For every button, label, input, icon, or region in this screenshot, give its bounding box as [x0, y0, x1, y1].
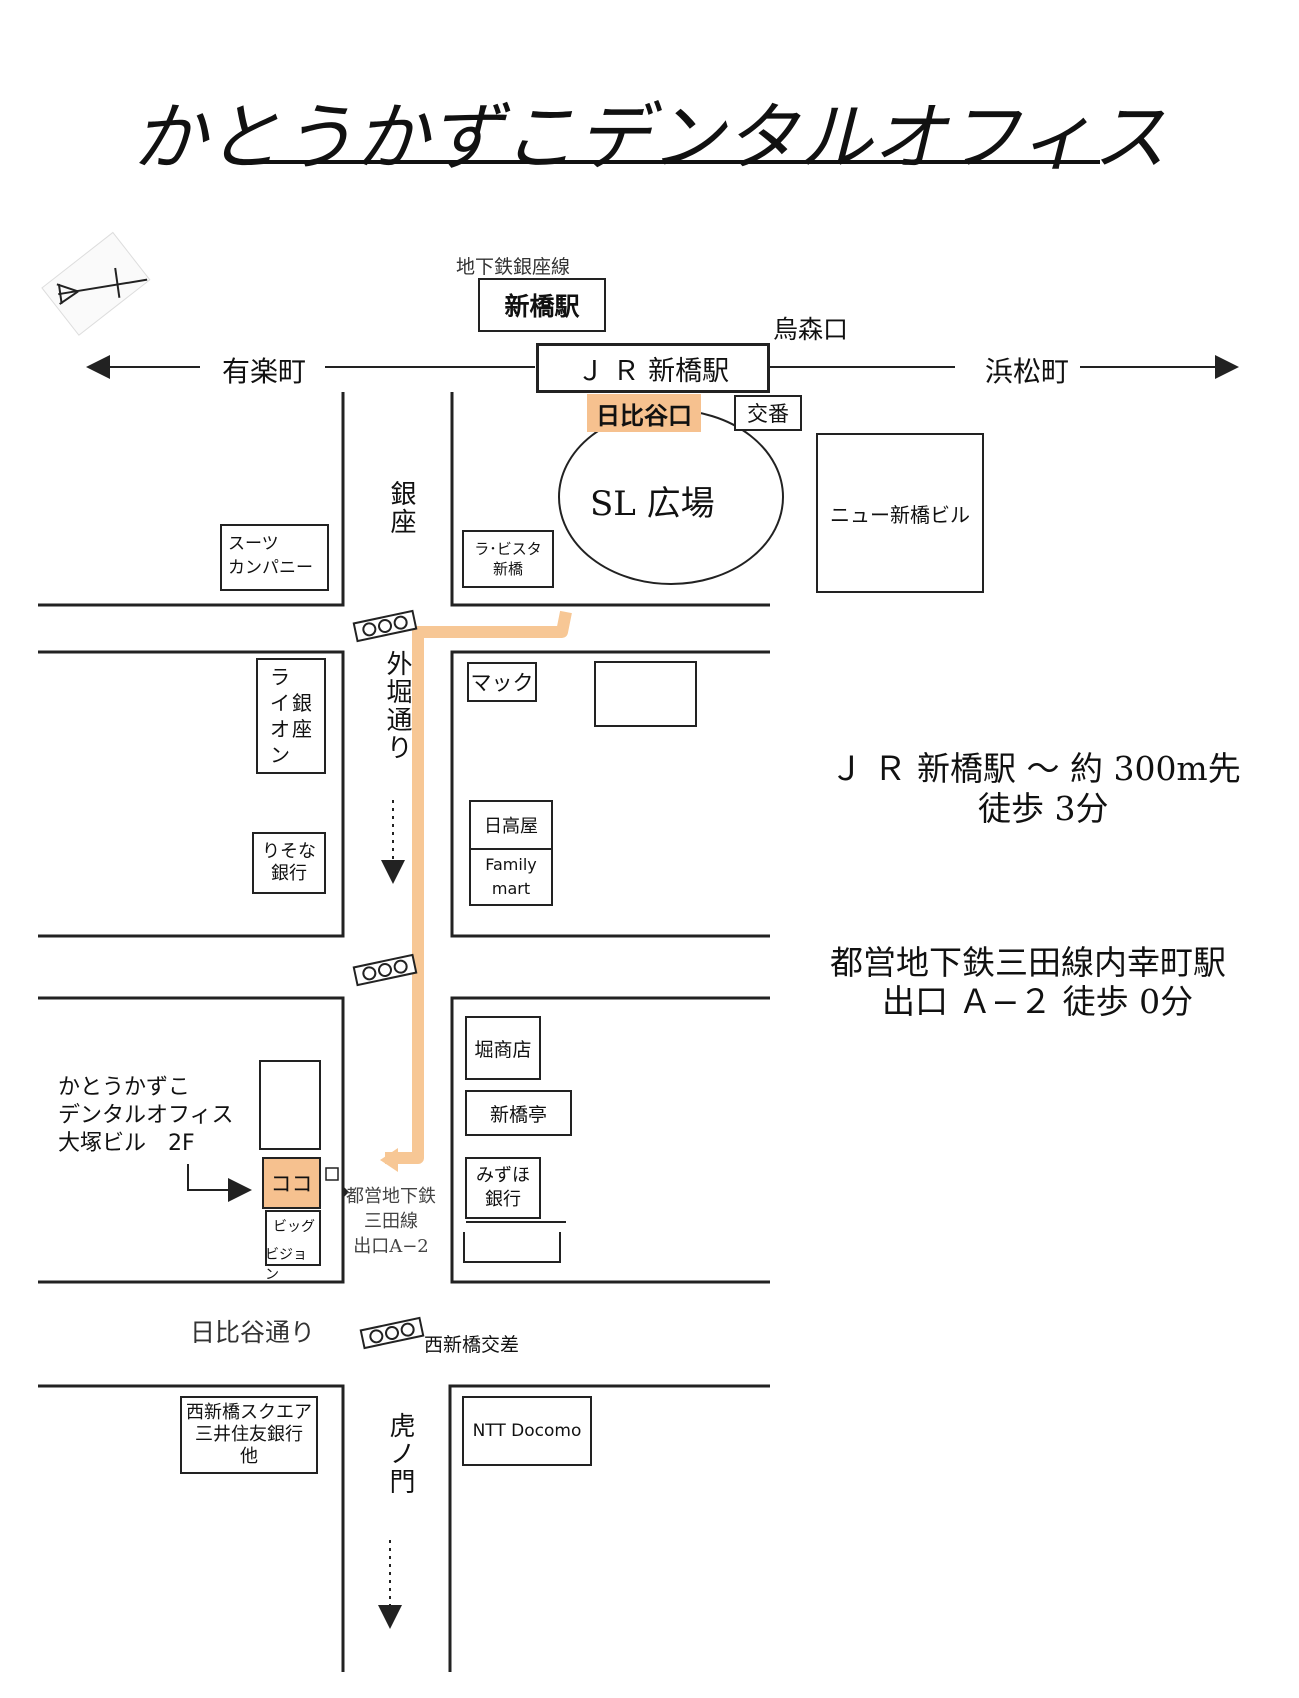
unnamed-building — [463, 1232, 561, 1263]
nishi-shinbashi-square-box: 西新橋スクエア 三井住友銀行 他 — [180, 1396, 318, 1474]
exit-arrow-icon — [343, 1186, 349, 1198]
familymart-box: Family mart — [469, 848, 553, 906]
lion-ginza-box: ラ イ オ ン 銀 座 — [256, 658, 326, 774]
unnamed-building-box — [259, 1060, 321, 1150]
shinbashitei-box: 新橋亭 — [465, 1090, 572, 1136]
street-lines — [38, 392, 770, 1672]
jr-station-box: Ｊ Ｒ 新橋駅 — [536, 343, 770, 393]
walking-route — [385, 610, 572, 1164]
ginza-label: 銀 座 — [292, 691, 312, 741]
hori-shoten-box: 堀商店 — [465, 1016, 541, 1080]
north-arrow-icon — [41, 231, 151, 336]
mac-box: マック — [467, 662, 537, 702]
page-title: かとうかずこデンタルオフィス — [132, 95, 1167, 181]
karasumori-exit-label: 烏森口 — [773, 315, 849, 344]
hibiya-exit-label: 日比谷口 — [587, 394, 701, 432]
lion-label: ラ イ オ ン — [270, 665, 290, 767]
jr-access-line2: 徒歩 3分 — [978, 789, 1109, 828]
office-label: かとうかずこ デンタルオフィス 大塚ビル 2F — [58, 1075, 234, 1156]
new-shinbashi-building-box: ニュー新橋ビル — [816, 433, 984, 593]
hamamatsucho-label: 浜松町 — [985, 355, 1070, 388]
ntt-docomo-box: NTT Docomo — [462, 1396, 592, 1466]
toei-access-line2: 出口 Ａ−２ 徒歩 0分 — [882, 982, 1194, 1021]
title-underline — [248, 160, 1100, 164]
toranomon-street-label: 虎ノ門 — [385, 1412, 415, 1496]
toei-access-line1: 都営地下鉄三田線内幸町駅 — [830, 943, 1226, 982]
unnamed-building-box — [594, 661, 697, 727]
traffic-light-icon — [352, 953, 418, 987]
traffic-light-icon — [352, 609, 418, 643]
hidakaya-box: 日高屋 — [469, 800, 553, 850]
subway-line-label: 地下鉄銀座線 — [456, 256, 571, 278]
hibiya-street-label: 日比谷通り — [190, 1318, 316, 1347]
jr-access-line1: Ｊ Ｒ 新橋駅 〜 約 300m先 — [830, 749, 1241, 788]
route-arrow-icon — [380, 1148, 398, 1172]
exit-marker-icon — [325, 1167, 339, 1181]
mizuho-bank-box: みずほ 銀行 — [465, 1157, 541, 1219]
subway-exit-label: 都営地下鉄 三田線 出口A−2 — [346, 1186, 436, 1257]
sl-plaza-label: SL 広場 — [590, 484, 715, 524]
traffic-light-icon — [359, 1316, 425, 1350]
sotobori-street-label: 外堀通り — [382, 650, 412, 762]
yurakucho-label: 有楽町 — [222, 355, 307, 388]
koban-box: 交番 — [734, 395, 802, 431]
vision-label: ビジョン — [265, 1247, 307, 1283]
ginza-street-label: 銀座 — [386, 480, 416, 536]
la-vista-box: ラ･ビスタ 新橋 — [462, 530, 554, 588]
big-label: ビッグ — [273, 1219, 315, 1235]
suit-company-box: スーツ カンパニー — [220, 524, 329, 591]
subway-station-box: 新橋駅 — [478, 278, 606, 332]
intersection-label: 西新橋交差 — [424, 1334, 520, 1356]
resona-bank-box: りそな 銀行 — [252, 832, 326, 894]
office-here-box: ココ — [262, 1157, 321, 1209]
office-pointer-arrow — [187, 1164, 252, 1202]
big-vision-box: ビッグ ビジョン — [265, 1210, 321, 1283]
